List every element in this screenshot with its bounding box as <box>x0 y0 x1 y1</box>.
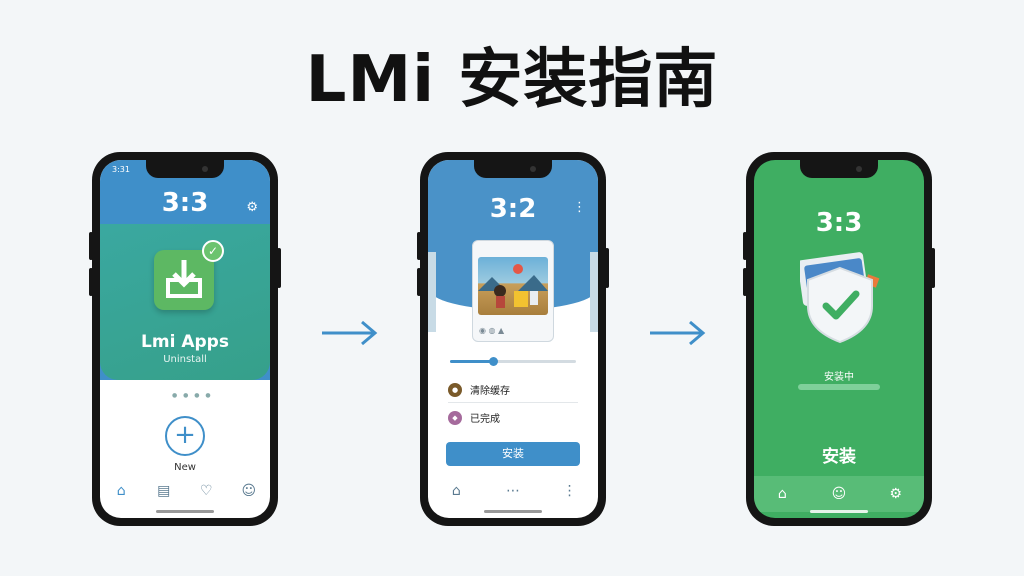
phone-notch <box>474 160 552 178</box>
app-subtitle: Uninstall <box>163 354 207 365</box>
install-status: 安装中 <box>824 372 854 383</box>
preview-card-left <box>428 252 436 332</box>
bottom-nav: ⌂ ⋯ ⋮ <box>428 478 598 504</box>
phone-step-3: 3:3 安装中 安装 ⌂ ☺ ⚙ <box>743 152 935 526</box>
list-item-label: 已完成 <box>470 414 500 425</box>
face-icon[interactable]: ☺ <box>831 486 847 502</box>
bottom-nav: ⌂ ☺ ⚙ <box>754 476 924 512</box>
list-item[interactable]: ◆ 已完成 <box>448 410 578 425</box>
download-icon[interactable] <box>154 250 214 310</box>
phone-notch <box>146 160 224 178</box>
gear-icon[interactable]: ⚙ <box>246 200 258 215</box>
photo-actions-icon[interactable]: ◉ ◍ ▲ <box>479 326 505 335</box>
page-dots: ● ● ● ● <box>172 392 213 399</box>
phone-screen: 3:2 ⋮ ◉ ◍ ▲ ● 清除缓存 <box>428 160 598 518</box>
progress-slider[interactable] <box>450 357 576 366</box>
badge-icon: ◆ <box>448 410 462 425</box>
slider-knob[interactable] <box>488 357 498 366</box>
home-icon[interactable]: ⌂ <box>116 483 126 499</box>
photo-card[interactable]: ◉ ◍ ▲ <box>472 240 554 342</box>
check-icon: ✓ <box>202 240 224 262</box>
heart-icon[interactable]: ♡ <box>199 483 213 499</box>
clock: 3:3 <box>161 188 209 218</box>
circle-icon: ● <box>448 382 462 397</box>
arrow-right-icon <box>650 320 706 346</box>
phone-step-2: 3:2 ⋮ ◉ ◍ ▲ ● 清除缓存 <box>417 152 609 526</box>
home-icon[interactable]: ⌂ <box>777 486 787 502</box>
more-horizontal-icon[interactable]: ⋯ <box>505 483 520 499</box>
arrow-right-icon <box>322 320 378 346</box>
clock: 3:3 <box>815 208 863 238</box>
shield-check-icon <box>797 252 880 344</box>
bottom-nav: ⌂ ▤ ♡ ☺ <box>100 478 270 504</box>
list-item-label: 清除缓存 <box>470 386 510 397</box>
gear-icon[interactable]: ⚙ <box>889 486 902 502</box>
install-button[interactable]: 安装 <box>446 442 580 466</box>
phone-step-1: 3:31 3:3 ⚙ ✓ Lmi Apps Uninstall ● ● ● ● … <box>89 152 281 526</box>
status-time: 3:31 <box>112 165 130 174</box>
add-button[interactable]: + <box>165 416 205 456</box>
page-title: LMi 安装指南 <box>305 43 719 117</box>
list-item[interactable]: ● 清除缓存 <box>448 382 578 403</box>
more-vertical-icon[interactable]: ⋮ <box>562 483 577 499</box>
phone-notch <box>800 160 878 178</box>
install-progress <box>798 384 880 390</box>
install-label[interactable]: 安装 <box>822 447 856 467</box>
clock: 3:2 <box>489 194 537 224</box>
home-indicator <box>810 510 868 513</box>
preview-card-right <box>590 252 598 332</box>
user-icon[interactable]: ☺ <box>241 483 257 499</box>
more-vertical-icon[interactable]: ⋮ <box>573 200 586 215</box>
home-indicator <box>484 510 542 513</box>
list-icon[interactable]: ▤ <box>157 483 171 499</box>
photo-thumbnail <box>478 257 548 315</box>
phone-screen: 3:31 3:3 ⚙ ✓ Lmi Apps Uninstall ● ● ● ● … <box>100 160 270 518</box>
app-name: Lmi Apps <box>141 332 229 352</box>
new-label: New <box>174 462 196 473</box>
phone-screen: 3:3 安装中 安装 ⌂ ☺ ⚙ <box>754 160 924 518</box>
home-indicator <box>156 510 214 513</box>
home-icon[interactable]: ⌂ <box>451 483 461 499</box>
